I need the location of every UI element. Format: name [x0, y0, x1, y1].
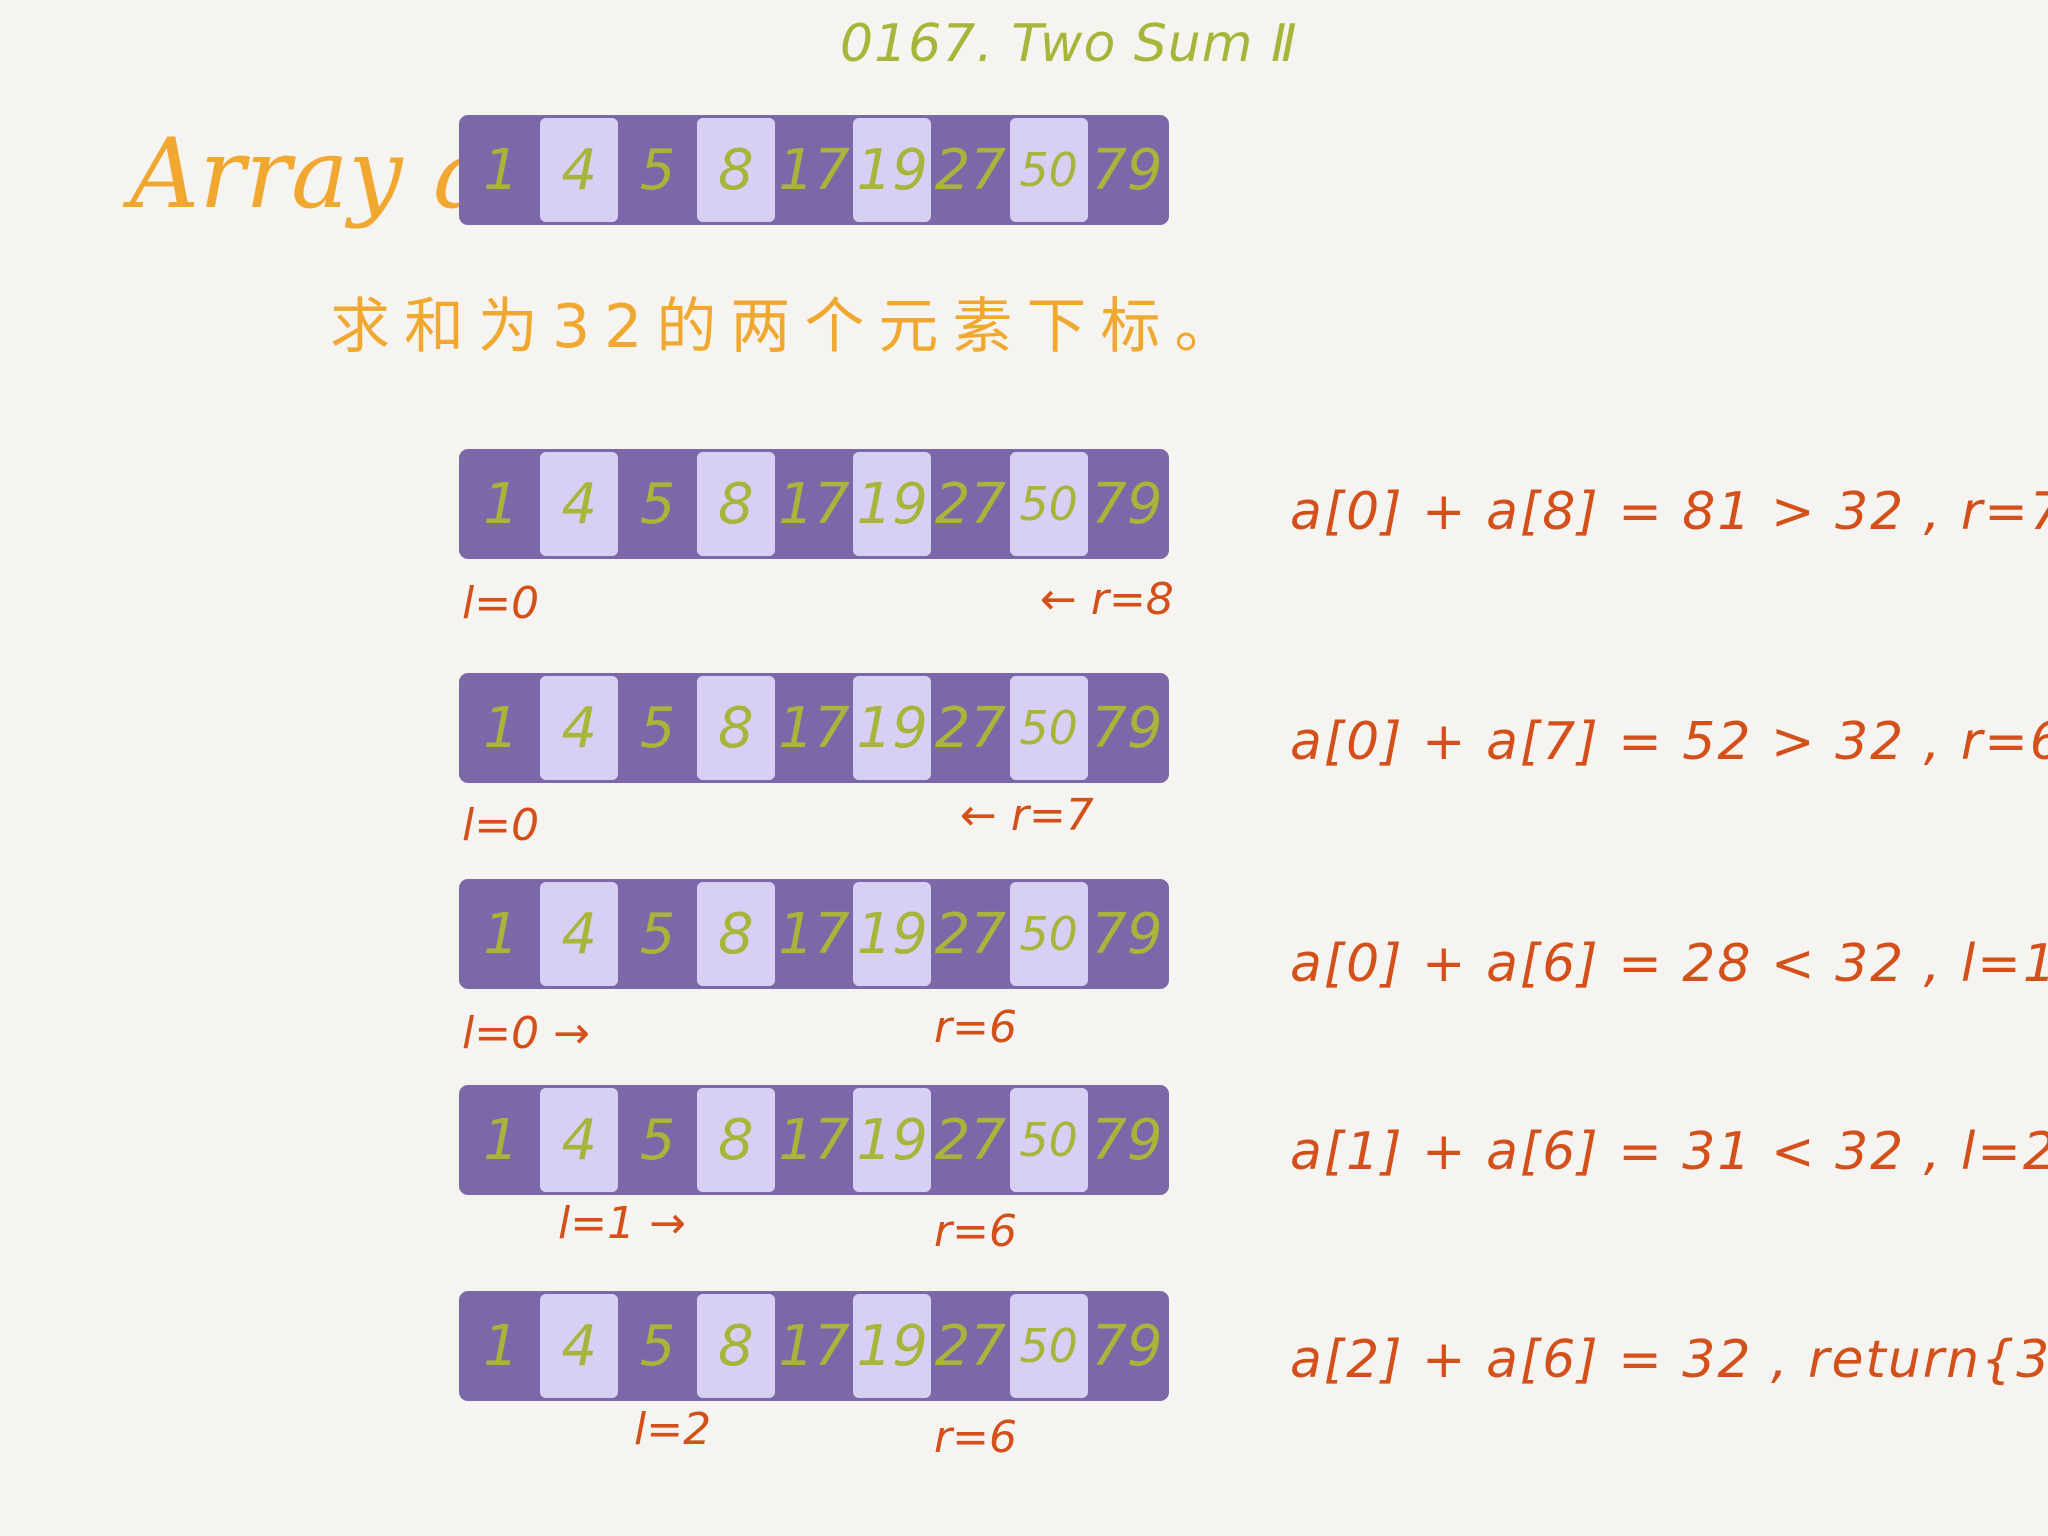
- array-cell: 79: [1087, 1294, 1166, 1398]
- array-cell: 8: [696, 882, 775, 986]
- step-equation: a[0] + a[7] = 52 > 32 , r=6: [1290, 712, 2048, 772]
- array-strip-step-5: 1 4 5 8 17 19 27 50 79: [462, 1294, 1166, 1398]
- array-label: Array a: [130, 118, 491, 230]
- array-cell: 27: [931, 1294, 1010, 1398]
- array-cell: 4: [540, 676, 619, 780]
- array-cell: 4: [540, 452, 619, 556]
- array-cell: 79: [1087, 452, 1166, 556]
- array-cell: 4: [540, 1088, 619, 1192]
- array-cell: 8: [696, 452, 775, 556]
- array-cell: 19: [853, 1088, 932, 1192]
- left-pointer-label: l=1 →: [558, 1198, 686, 1249]
- array-strip-step-4: 1 4 5 8 17 19 27 50 79: [462, 1088, 1166, 1192]
- step-equation: a[0] + a[6] = 28 < 32 , l=1: [1290, 934, 2048, 994]
- array-cell: 4: [540, 1294, 619, 1398]
- array-cell: 19: [853, 676, 932, 780]
- array-cell: 5: [618, 1294, 697, 1398]
- array-cell: 19: [853, 1294, 932, 1398]
- array-cell: 50: [1009, 676, 1088, 780]
- left-pointer-label: l=0 →: [462, 1008, 590, 1059]
- array-cell: 1: [462, 118, 541, 222]
- array-cell: 19: [853, 452, 932, 556]
- array-cell: 17: [774, 1088, 854, 1192]
- array-cell: 50: [1009, 1088, 1088, 1192]
- right-pointer-label: r=6: [934, 1002, 1017, 1053]
- array-cell: 1: [462, 676, 541, 780]
- array-cell: 79: [1087, 118, 1166, 222]
- array-cell: 8: [696, 1294, 775, 1398]
- array-cell: 1: [462, 1294, 541, 1398]
- right-pointer-label: ← r=7: [960, 790, 1094, 841]
- array-cell: 79: [1087, 882, 1166, 986]
- array-cell: 8: [696, 676, 775, 780]
- array-cell: 5: [618, 882, 697, 986]
- array-cell: 5: [618, 676, 697, 780]
- array-cell: 17: [774, 1294, 854, 1398]
- left-pointer-label: l=0: [462, 800, 540, 851]
- array-cell: 19: [853, 118, 932, 222]
- page-title: 0167. Two Sum Ⅱ: [840, 14, 1298, 74]
- right-pointer-label: r=6: [934, 1412, 1017, 1463]
- array-cell: 79: [1087, 676, 1166, 780]
- right-pointer-label: ← r=8: [1040, 574, 1174, 625]
- array-strip-step-3: 1 4 5 8 17 19 27 50 79: [462, 882, 1166, 986]
- array-cell: 17: [774, 676, 854, 780]
- array-cell: 19: [853, 882, 932, 986]
- array-cell: 27: [931, 452, 1010, 556]
- array-cell: 50: [1009, 882, 1088, 986]
- array-cell: 27: [931, 118, 1010, 222]
- array-strip-main: 1 4 5 8 17 19 27 50 79: [462, 118, 1166, 222]
- array-cell: 79: [1087, 1088, 1166, 1192]
- array-cell: 4: [540, 882, 619, 986]
- array-cell: 8: [696, 118, 775, 222]
- array-cell: 17: [774, 452, 854, 556]
- left-pointer-label: l=0: [462, 578, 540, 629]
- array-cell: 1: [462, 452, 541, 556]
- array-cell: 50: [1009, 118, 1088, 222]
- array-cell: 5: [618, 1088, 697, 1192]
- step-equation: a[0] + a[8] = 81 > 32 , r=7: [1290, 482, 2048, 542]
- array-cell: 5: [618, 118, 697, 222]
- array-cell: 50: [1009, 452, 1088, 556]
- array-cell: 1: [462, 882, 541, 986]
- array-strip-step-1: 1 4 5 8 17 19 27 50 79: [462, 452, 1166, 556]
- right-pointer-label: r=6: [934, 1206, 1017, 1257]
- array-cell: 8: [696, 1088, 775, 1192]
- step-equation: a[2] + a[6] = 32 , return{3,7}: [1290, 1330, 2048, 1390]
- step-equation: a[1] + a[6] = 31 < 32 , l=2: [1290, 1122, 2048, 1182]
- array-cell: 17: [774, 118, 854, 222]
- array-cell: 27: [931, 882, 1010, 986]
- array-cell: 1: [462, 1088, 541, 1192]
- array-strip-step-2: 1 4 5 8 17 19 27 50 79: [462, 676, 1166, 780]
- question-text: 求和为32的两个元素下标。: [330, 292, 1249, 362]
- array-cell: 4: [540, 118, 619, 222]
- array-cell: 5: [618, 452, 697, 556]
- left-pointer-label: l=2: [634, 1404, 712, 1455]
- array-cell: 27: [931, 1088, 1010, 1192]
- array-cell: 50: [1009, 1294, 1088, 1398]
- array-cell: 27: [931, 676, 1010, 780]
- array-cell: 17: [774, 882, 854, 986]
